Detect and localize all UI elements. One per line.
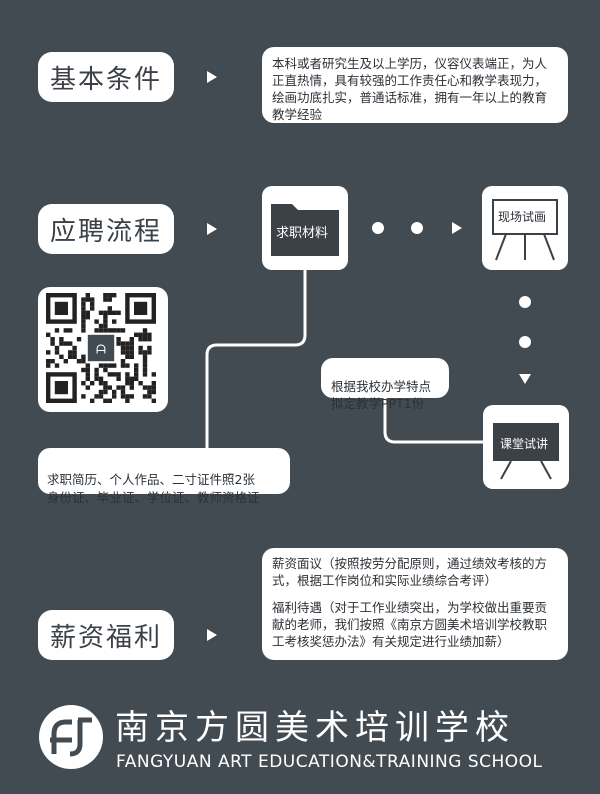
ppt-note-text: 根据我校办学特点 拟定教学PPT1份	[331, 379, 432, 411]
dot	[519, 296, 531, 308]
basic-info: 本科或者研究生及以上学历，仪容仪表端正，为人正直热情，具有较强的工作责任心和教学…	[262, 47, 568, 123]
materials-text: 求职简历、个人作品、二寸证件照2张 身份证、毕业证、学位证、教师资格证	[47, 472, 260, 505]
step-materials-card: 求职材料	[262, 186, 348, 270]
salary-label: 薪资福利	[38, 610, 174, 660]
step-drawing-text: 现场试画	[498, 210, 547, 224]
easel-icon	[492, 199, 558, 261]
qr-pattern: ᗩ	[46, 293, 156, 403]
arrow-right-icon	[207, 629, 217, 641]
dot	[411, 222, 423, 234]
school-name-cn: 南京方圆美术培训学校	[115, 708, 515, 748]
benefits-text: 福利待遇（对于工作业绩突出，为学校做出重要贡献的老师，我们按照《南京方圆美术培训…	[272, 600, 548, 649]
step-lecture-card: 课堂试讲	[483, 405, 569, 489]
qr-code: ᗩ	[38, 287, 168, 412]
ppt-note: 根据我校办学特点 拟定教学PPT1份	[321, 358, 449, 411]
blackboard-icon	[493, 423, 559, 480]
step-materials-text: 求职材料	[276, 226, 329, 241]
materials-info: 求职简历、个人作品、二寸证件照2张 身份证、毕业证、学位证、教师资格证	[38, 448, 290, 505]
basic-info-text: 本科或者研究生及以上学历，仪容仪表端正，为人正直热情，具有较强的工作责任心和教学…	[272, 56, 548, 122]
logo-icon	[39, 705, 103, 769]
basic-label-text: 基本条件	[49, 64, 162, 95]
arrow-right-icon	[452, 222, 462, 234]
folder-icon	[271, 204, 339, 256]
salary-info: 薪资面议（按照按劳分配原则，通过绩效考核的方式，根据工作岗位和实际业绩综合考评）…	[262, 548, 568, 660]
dot	[519, 336, 531, 348]
dot	[372, 222, 384, 234]
salary-text: 薪资面议（按照按劳分配原则，通过绩效考核的方式，根据工作岗位和实际业绩综合考评）	[272, 556, 548, 588]
school-name-en: FANGYUAN ART EDUCATION&TRAINING SCHOOL	[116, 752, 543, 772]
process-label: 应聘流程	[38, 204, 174, 254]
step-lecture-text: 课堂试讲	[500, 437, 549, 451]
arrow-right-icon	[207, 223, 217, 235]
svg-text:ᗩ: ᗩ	[96, 343, 106, 357]
basic-label: 基本条件	[38, 52, 174, 102]
step-drawing-card: 现场试画	[482, 186, 568, 270]
arrow-right-icon	[207, 71, 217, 83]
arrow-down-icon	[519, 374, 531, 384]
process-label-text: 应聘流程	[49, 216, 162, 247]
salary-label-text: 薪资福利	[49, 622, 162, 653]
